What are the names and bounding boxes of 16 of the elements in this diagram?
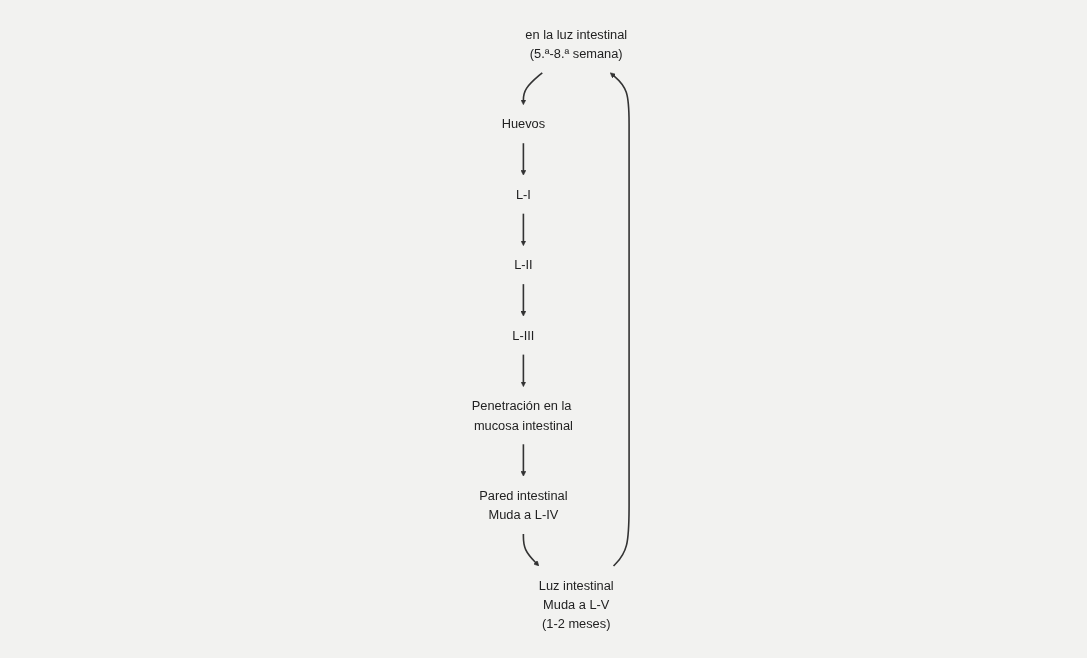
node-text: Luz intestinal Muda a L-V (1-2 meses) [539, 578, 614, 631]
arrow [520, 212, 527, 246]
node-text: Huevos [501, 116, 546, 132]
arrow [520, 283, 527, 317]
node-text: L-II [514, 257, 533, 272]
arrow [610, 72, 631, 567]
arrow [520, 142, 527, 176]
arrow [520, 72, 544, 106]
arrow [520, 353, 527, 387]
node-text: L-I [516, 187, 532, 202]
node-text: L-III [512, 328, 535, 343]
arrow [520, 443, 527, 477]
node-text: Pared intestinal Muda a L-IV [479, 488, 568, 522]
node-text: Penetración en la mucosa intestinal [472, 398, 574, 433]
arrow [522, 533, 540, 567]
node-text: en la luz intestinal (5.ª-8.ª semana) [525, 27, 628, 61]
